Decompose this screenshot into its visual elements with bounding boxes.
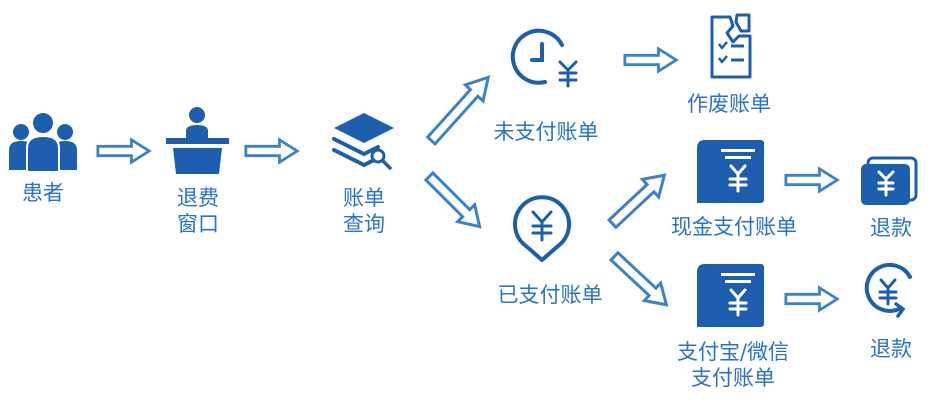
refund-window-label: 退费 窗口	[177, 185, 219, 237]
arrow-paid-to-cash-bill	[602, 164, 675, 234]
paid-bill-label-line-1: 已支付账单	[497, 283, 603, 307]
arrow-online-bill-to-refund	[784, 286, 839, 312]
yen-wallet-icon	[861, 156, 918, 205]
void-bill-label: 作废账单	[687, 91, 771, 117]
online-refund-label: 退款	[870, 336, 912, 362]
cash-refund-label: 退款	[870, 215, 912, 241]
yen-receipt-icon	[697, 264, 764, 327]
arrow-query-to-unpaid	[420, 67, 499, 151]
unpaid-bill-label: 未支付账单	[494, 119, 599, 145]
cash-bill-label-line-1: 现金支付账单	[671, 215, 797, 239]
arrow-patient-to-window	[96, 138, 151, 164]
torn-document-icon	[710, 13, 752, 79]
bill-query-label-line-2: 查询	[343, 212, 385, 236]
arrow-unpaid-to-void	[623, 47, 678, 73]
bill-query-label: 账单 查询	[343, 185, 385, 237]
bill-query-label-line-1: 账单	[343, 186, 385, 210]
cash-refund-label-line-1: 退款	[870, 216, 912, 240]
patient-label: 患者	[22, 180, 64, 206]
online-bill-label: 支付宝/微信 支付账单	[677, 339, 789, 391]
online-bill-label-line-1: 支付宝/微信	[676, 340, 790, 364]
yen-refresh-icon	[864, 262, 912, 318]
cash-bill-label: 现金支付账单	[671, 214, 797, 240]
stack-search-icon	[332, 113, 394, 170]
online-bill-label-line-2: 支付账单	[690, 366, 775, 390]
yen-location-pin-icon	[513, 195, 571, 262]
yen-receipt-icon	[697, 140, 764, 203]
refund-window-label-line-2: 窗口	[177, 212, 219, 236]
arrow-cash-bill-to-refund	[784, 167, 839, 193]
clock-yen-icon	[510, 28, 578, 88]
service-counter-icon	[166, 107, 229, 174]
unpaid-bill-label-line-1: 未支付账单	[493, 120, 599, 144]
patient-label-line-1: 患者	[22, 181, 64, 205]
arrow-query-to-paid	[419, 166, 490, 237]
online-refund-label-line-1: 退款	[870, 337, 912, 361]
refund-window-label-line-1: 退费	[177, 186, 219, 210]
arrow-window-to-query	[244, 138, 299, 164]
void-bill-label-line-1: 作废账单	[687, 92, 771, 116]
arrow-paid-to-online-bill	[604, 246, 677, 316]
people-group-icon	[9, 111, 77, 173]
paid-bill-label: 已支付账单	[498, 282, 603, 308]
